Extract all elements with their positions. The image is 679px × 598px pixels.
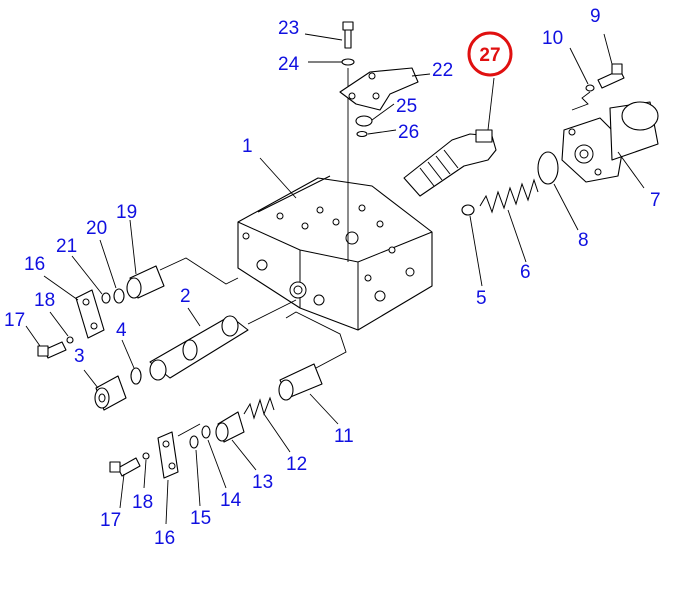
callout-26: 26 xyxy=(398,122,419,143)
callout-18-lower: 18 xyxy=(132,492,153,513)
callout-27: 27 xyxy=(479,45,500,66)
callout-4: 4 xyxy=(116,320,127,341)
bolt-part-17b xyxy=(109,457,141,477)
o-ring-part-20 xyxy=(113,288,125,304)
callout-22: 22 xyxy=(432,60,453,81)
callout-7: 7 xyxy=(650,190,661,211)
callout-25: 25 xyxy=(396,96,417,117)
callout-12: 12 xyxy=(286,454,307,475)
callout-2: 2 xyxy=(180,286,191,307)
callout-1: 1 xyxy=(242,136,253,157)
callout-8: 8 xyxy=(578,230,589,251)
cover-part xyxy=(561,101,659,183)
callout-5: 5 xyxy=(476,288,487,309)
washer-part-18a xyxy=(66,336,74,344)
plate-part-16b xyxy=(157,431,179,479)
valve-body-part xyxy=(237,175,433,331)
o-ring-part-14 xyxy=(201,425,211,439)
washer-part-10 xyxy=(585,84,595,92)
callout-15: 15 xyxy=(190,508,211,529)
callout-24: 24 xyxy=(278,54,300,75)
o-ring-part xyxy=(356,130,368,138)
leader-11 xyxy=(285,311,347,369)
o-ring-part-4 xyxy=(130,367,142,385)
callout-17-upper: 17 xyxy=(4,310,25,331)
callout-20: 20 xyxy=(86,218,107,239)
callout-21: 21 xyxy=(56,236,77,257)
leader-16b xyxy=(177,423,201,437)
plug-part xyxy=(355,115,373,127)
callout-3: 3 xyxy=(74,346,85,367)
ring-part-15 xyxy=(189,435,199,449)
ring-part xyxy=(461,204,475,216)
callout-11: 11 xyxy=(334,426,354,447)
callout-16-lower: 16 xyxy=(154,528,175,549)
callout-19: 19 xyxy=(116,202,137,223)
plate-part-16a xyxy=(75,289,105,339)
leader-19 xyxy=(159,257,239,285)
ring-part-21 xyxy=(101,292,111,304)
callout-17-lower: 17 xyxy=(100,510,121,531)
spring-part xyxy=(479,178,539,214)
washer-part-18b xyxy=(142,452,150,460)
highlighted-component-part xyxy=(403,129,497,197)
spring-part-12 xyxy=(243,396,275,420)
highlight-circle xyxy=(467,31,513,77)
bracket-part xyxy=(339,67,419,111)
bolt-part xyxy=(342,21,354,49)
callout-13: 13 xyxy=(252,472,273,493)
callout-16-upper: 16 xyxy=(24,254,45,275)
callout-18-upper: 18 xyxy=(34,290,55,311)
callout-9: 9 xyxy=(590,6,601,27)
callout-14: 14 xyxy=(220,490,242,511)
callout-23: 23 xyxy=(278,18,299,39)
piston-part-11 xyxy=(278,363,323,401)
callout-10: 10 xyxy=(542,28,563,49)
plug-part-19 xyxy=(126,265,165,299)
plug-part-3 xyxy=(94,375,127,411)
callout-6: 6 xyxy=(520,262,531,283)
leader-lines xyxy=(25,33,645,525)
washer-part xyxy=(341,58,355,66)
bolt-part-9 xyxy=(597,63,625,89)
piston-part-13 xyxy=(215,411,245,443)
spool-part xyxy=(149,299,297,381)
o-ring-large-part xyxy=(537,151,559,185)
leader-27 xyxy=(487,77,495,131)
bolt-part-17a xyxy=(37,341,67,359)
leader-9-10 xyxy=(571,91,591,111)
